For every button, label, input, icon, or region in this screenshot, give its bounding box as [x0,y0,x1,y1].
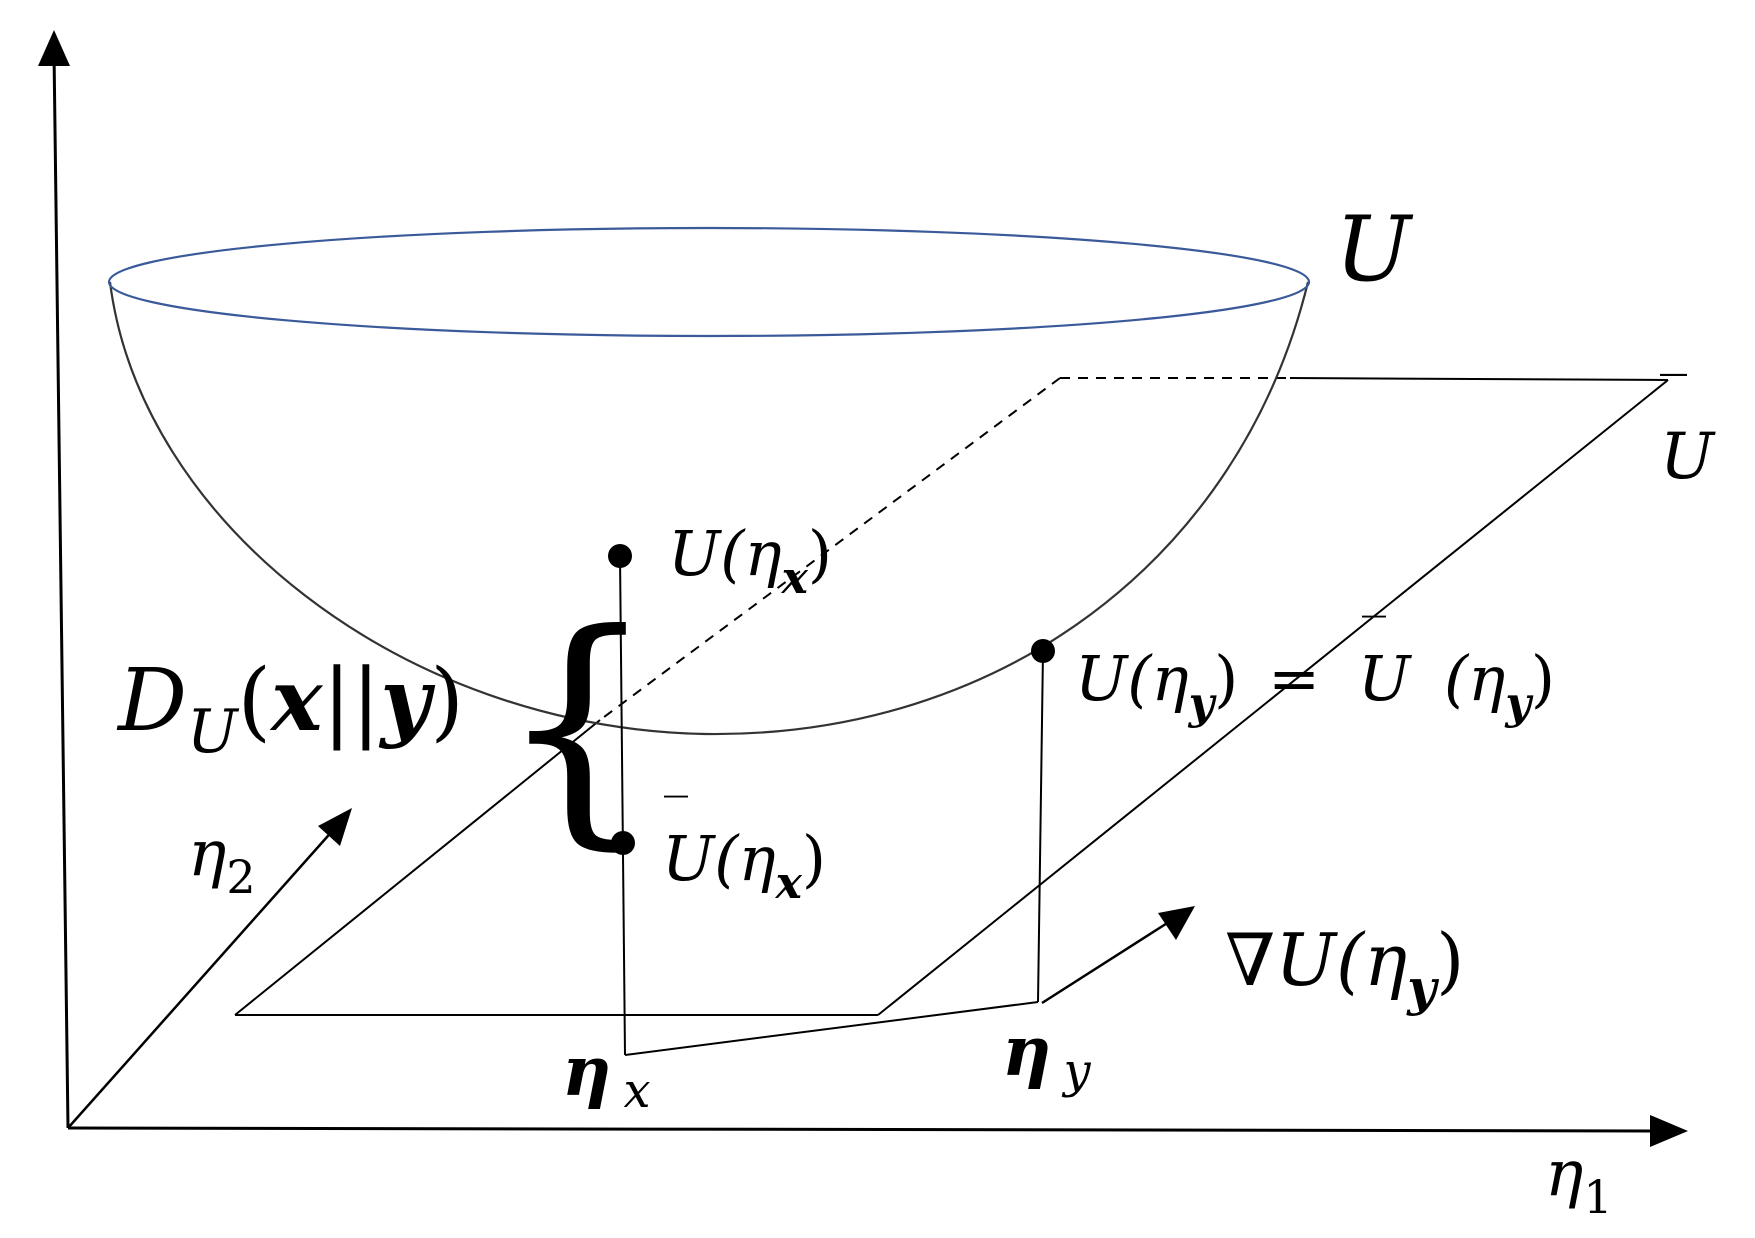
eta-y-sub: y [1061,1043,1091,1099]
eta2-axis-arrowhead [318,808,352,846]
label-Ubar-eta-x-main: U(η [662,822,776,895]
divergence-D: D [116,651,187,751]
bowl-surface [108,281,1310,736]
label-equals: = [1268,642,1320,715]
eta1-axis-arrowhead [1650,1115,1688,1147]
label-U-eta-y-main: U(η [1075,642,1189,715]
divergence-y: y [378,650,435,751]
eta-x-vertical [619,555,626,1056]
eta-y-symbol: η [1002,1012,1051,1092]
plane-right-edge [877,379,1669,1016]
axis-eta1-symbol: η [1545,1137,1583,1211]
label-U-eta-x-close: ) [808,517,832,590]
point-U-eta-y [1031,639,1055,663]
vertical-axis [52,51,70,1129]
bowl-rim [107,226,1311,338]
axis-eta2-label: η2 [188,817,256,904]
gradient-close: ) [1436,918,1464,1002]
plane-back-edge-dashed [599,377,1061,721]
eta-x-sub: x [623,1063,650,1119]
gradient-arrow [1041,918,1173,1005]
axis-eta1-label: η1 [1545,1137,1613,1224]
surface-label: U [1335,197,1414,302]
divergence-close: ) [430,651,464,751]
label-Ubar-eta-y-open: (η [1444,642,1505,715]
plane-top-edge [1289,377,1669,381]
vertical-axis-arrowhead [38,30,70,66]
point-U-eta-x [608,544,632,568]
label-U-eta-y: U(ηy) = [1075,642,1320,729]
plane-label: U [1660,420,1716,494]
label-U-eta-x-main: U(η [668,517,782,590]
gradient-nabla: ∇ [1225,918,1275,1002]
axis-eta1-sub: 1 [1583,1170,1612,1224]
label-U-eta-x-sub: x [781,553,809,604]
divergence-open: ( [238,651,272,751]
gradient-arrowhead [1158,906,1195,940]
eta1-axis [67,1126,1661,1133]
point-Ubar-eta-x [611,831,635,855]
divergence-sub: U [187,697,240,767]
label-Ubar-eta-y: U (ηy) [1358,642,1555,729]
label-Ubar-eta-x: U(ηx) [662,822,826,909]
eta2-axis [67,827,336,1129]
plane-back-edge-solid [234,719,601,1016]
label-U-eta-y-sub: y [1188,678,1218,729]
gradient-label: ∇U(ηy) [1225,918,1464,1017]
axis-eta2-symbol: η [188,817,226,891]
label-Ubar-eta-x-sub: x [775,858,803,909]
divergence-x: x [269,650,324,751]
plane-label-bar: ‾ [1660,365,1687,428]
label-U-eta-y-close: ) [1214,642,1238,715]
divergence-label: DU(x||y) [116,650,464,767]
label-Ubar-eta-x-close: ) [802,822,826,895]
label-Ubar-eta-y-close: ) [1531,642,1555,715]
eta-y-vertical [1037,650,1044,1003]
label-Ubar-eta-y-main: U [1358,642,1412,715]
label-Ubar-eta-y-bar: ‾ [1362,608,1386,664]
eta-segment [624,1001,1039,1056]
divergence-brace: { [498,580,657,871]
eta-x-symbol: η [562,1032,611,1112]
gradient-main: U(η [1275,918,1407,1002]
divergence-sep: || [322,651,380,751]
label-Ubar-eta-y-sub: y [1504,678,1534,729]
label-Ubar-eta-x-bar: ‾ [664,788,688,844]
gradient-sub: y [1406,958,1439,1017]
label-U-eta-x: U(ηx) [668,517,832,604]
axis-eta2-sub: 2 [226,850,255,904]
